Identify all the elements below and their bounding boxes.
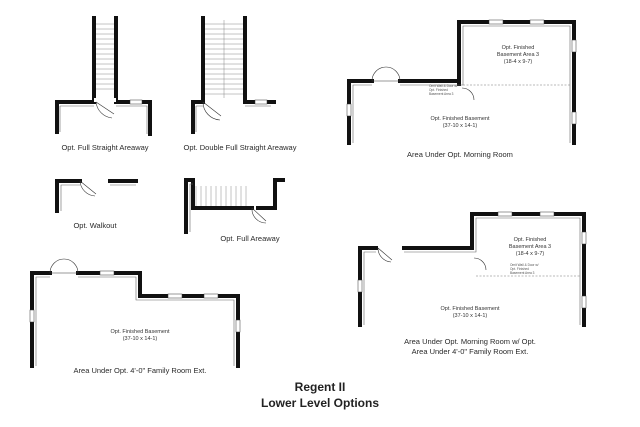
door-swings xyxy=(49,66,487,274)
stair-treads xyxy=(96,20,247,206)
room-label-basement-bottom: Opt. Finished Basement (37-10 x 14-1) xyxy=(440,306,500,319)
room-label-area3-top: Opt. Finished Basement Area 3 (18-4 x 9-… xyxy=(496,45,540,65)
plan-subtitle: Lower Level Options xyxy=(260,396,380,410)
double-areaway-plan xyxy=(191,16,276,134)
morning-room-plan xyxy=(347,20,576,145)
family-room-plan xyxy=(30,271,240,368)
caption-full-areaway: Opt. Full Areaway xyxy=(220,234,280,243)
caption-morning-room: Area Under Opt. Morning Room xyxy=(407,150,513,159)
omit-note-top: Omit Wall & Door w/ Opt. Finished Baseme… xyxy=(429,84,458,96)
omit-wall-lines xyxy=(463,84,580,277)
straight-areaway-plan xyxy=(55,16,152,136)
room-label-area3-bottom: Opt. Finished Basement Area 3 (18-4 x 9-… xyxy=(508,237,552,257)
windows xyxy=(29,19,587,333)
room-label-basement-family: Opt. Finished Basement (37-10 x 14-1) xyxy=(110,329,170,342)
caption-double-areaway: Opt. Double Full Straight Areaway xyxy=(183,143,297,152)
caption-straight-areaway: Opt. Full Straight Areaway xyxy=(61,143,149,152)
morning-room-ext-plan xyxy=(358,212,586,327)
caption-family-room: Area Under Opt. 4'-0" Family Room Ext. xyxy=(73,366,207,375)
walkout-plan xyxy=(55,179,138,213)
caption-morning-room-ext: Area Under Opt. Morning Room w/ Opt. Are… xyxy=(404,337,536,356)
plan-title: Regent II xyxy=(294,380,346,394)
room-label-basement-top: Opt. Finished Basement (37-10 x 14-1) xyxy=(430,116,490,129)
caption-walkout: Opt. Walkout xyxy=(73,221,117,230)
full-areaway-plan xyxy=(184,178,285,234)
omit-note-bottom: Omit Wall & Door w/ Opt. Finished Baseme… xyxy=(510,263,539,275)
